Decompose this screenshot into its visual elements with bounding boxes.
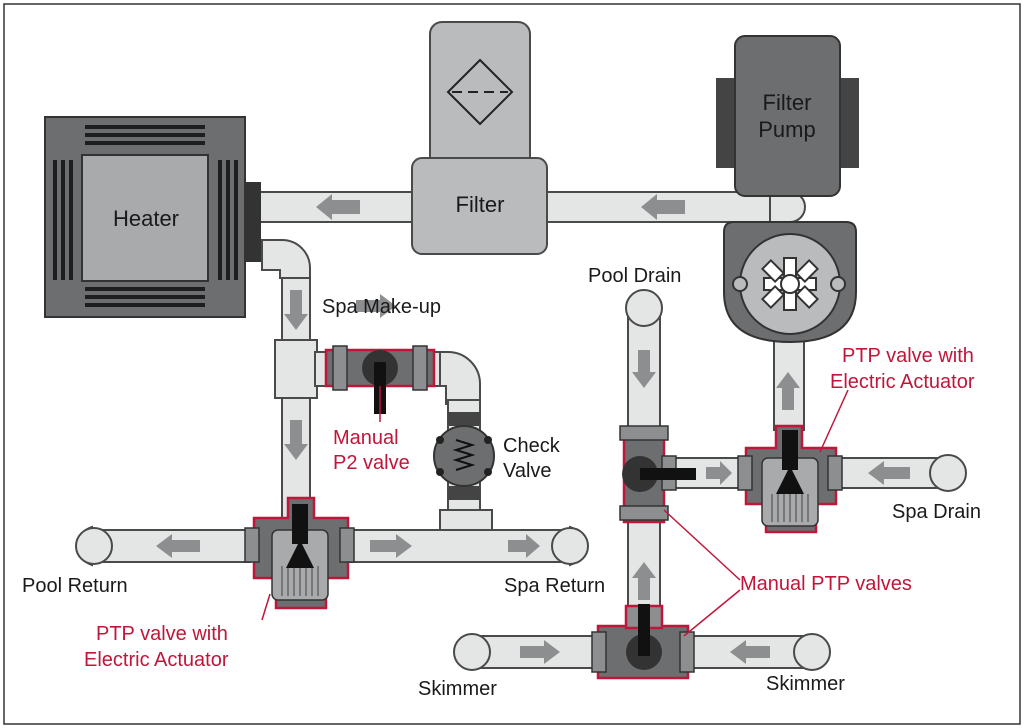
- label-spa-drain: Spa Drain: [892, 501, 981, 523]
- pump-motor: [734, 35, 841, 197]
- filter-pump-unit: Filter Pump: [716, 35, 859, 344]
- skimmer-valve-handle: [638, 604, 650, 656]
- pipe-end-caps: [75, 289, 967, 671]
- pump-label-line2: Pump: [758, 117, 815, 142]
- label-skimmer-right: Skimmer: [766, 673, 845, 695]
- label-pool-return: Pool Return: [22, 575, 128, 597]
- note-ptp-right-line2: Electric Actuator: [830, 371, 975, 393]
- arrow-to-heater: [316, 194, 360, 220]
- label-pool-drain: Pool Drain: [588, 265, 681, 287]
- manual-ptp-valve-drain: [619, 425, 696, 524]
- label-check-line2: Valve: [503, 460, 552, 482]
- label-skimmer-left: Skimmer: [418, 678, 497, 700]
- check-valve: [433, 412, 495, 500]
- arrow-spa-return-2: [508, 534, 540, 558]
- heater-label: Heater: [113, 206, 179, 231]
- pipe-heater-outlet-elbow: [261, 239, 311, 279]
- arrow-drain-up: [632, 562, 656, 600]
- note-ptp-left-line1: PTP valve with: [96, 623, 228, 645]
- heater-unit: Heater: [44, 116, 261, 318]
- arrow-down-left-2: [284, 420, 308, 460]
- heater-panel: [81, 154, 209, 282]
- ptp-valve-left: [244, 496, 355, 610]
- filter-diamond-icon: [446, 58, 514, 126]
- note-manual-p2-line2: P2 valve: [333, 452, 410, 474]
- arrow-drain-right: [706, 461, 732, 485]
- label-check-line1: Check: [503, 435, 561, 457]
- label-spa-return: Spa Return: [504, 575, 605, 597]
- arrow-spa-return-1: [370, 534, 412, 558]
- drain-valve-handle: [640, 468, 696, 480]
- flow-arrows: [156, 194, 910, 664]
- cap-pool-drain: [625, 289, 663, 327]
- pump-label-line1: Filter: [763, 90, 812, 115]
- note-manual-p2-line1: Manual: [333, 427, 399, 449]
- arrow-skimmer-left: [520, 640, 560, 664]
- pump-impeller-icon: [760, 257, 820, 311]
- heater-grille: [53, 125, 238, 307]
- arrow-to-filter: [641, 194, 685, 220]
- arrow-pool-return: [156, 534, 200, 558]
- filter-unit: Filter: [411, 21, 548, 255]
- arrow-pump-up: [776, 372, 800, 410]
- ptp-valve-right: [737, 424, 843, 534]
- filter-label: Filter: [456, 192, 505, 217]
- cap-skimmer-left: [453, 633, 491, 671]
- note-ptp-right-line1: PTP valve with: [842, 345, 974, 367]
- ptp-left-actuator-icon: [286, 540, 314, 568]
- manual-ptp-valve-skimmer: [591, 604, 695, 680]
- cap-skimmer-right: [793, 633, 831, 671]
- check-valve-spring-icon: [452, 439, 476, 471]
- leader-manual-ptp-1: [663, 509, 741, 581]
- annotation-leaders: [261, 386, 849, 637]
- manual-p2-valve: [324, 345, 436, 414]
- cap-spa-drain: [929, 454, 967, 492]
- label-spa-makeup: Spa Make-up: [322, 296, 441, 318]
- arrow-down-left-1: [284, 290, 308, 330]
- heater-connector: [245, 182, 261, 262]
- note-manual-ptp: Manual PTP valves: [740, 573, 912, 595]
- leader-manual-ptp-2: [683, 589, 741, 637]
- filter-body: [411, 157, 548, 255]
- note-ptp-left-line2: Electric Actuator: [84, 649, 229, 671]
- filter-tank: [429, 21, 531, 173]
- leader-ptp-left: [261, 593, 271, 621]
- arrow-spa-makeup: [356, 294, 396, 318]
- pipe-spa-makeup-tee: [274, 339, 318, 399]
- arrow-spa-drain: [868, 461, 910, 485]
- ptp-right-actuator-icon: [776, 466, 804, 494]
- arrow-drain-down: [632, 350, 656, 388]
- arrow-skimmer-right: [730, 640, 770, 664]
- leader-ptp-right: [819, 389, 849, 453]
